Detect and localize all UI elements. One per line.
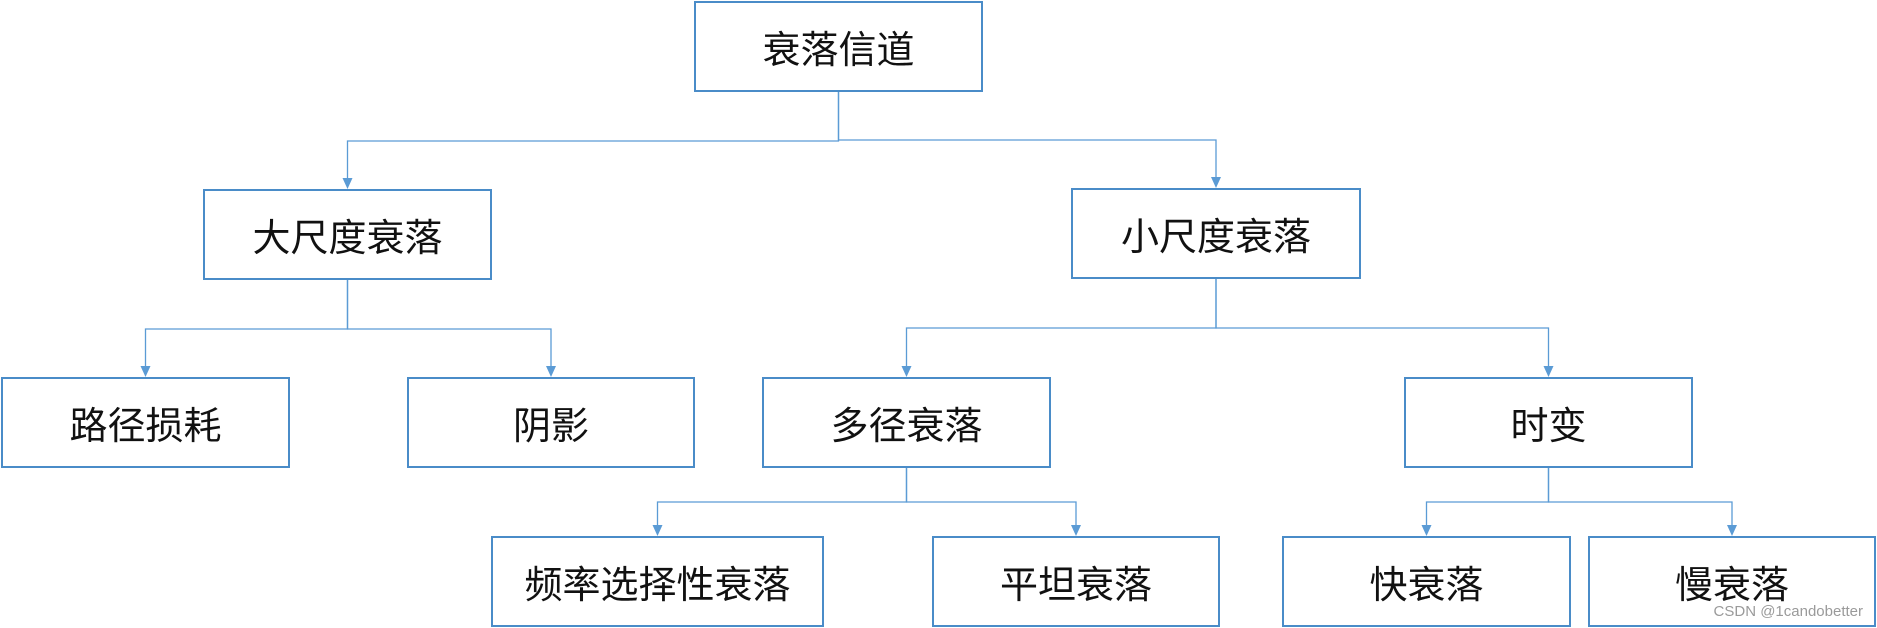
connector-timevar-fast xyxy=(1425,468,1550,527)
arrowhead-pathloss xyxy=(140,366,151,377)
node-slow-fading: 慢衰落 xyxy=(1588,536,1876,627)
node-flat-fading: 平坦衰落 xyxy=(932,536,1220,627)
connector-timevar-slow xyxy=(1547,468,1733,527)
connector-root-large xyxy=(346,92,840,180)
node-small-scale-fading: 小尺度衰落 xyxy=(1071,188,1361,279)
node-time-varying: 时变 xyxy=(1404,377,1693,468)
arrowhead-multipath xyxy=(901,366,912,377)
arrowhead-shadow xyxy=(546,366,556,377)
node-shadowing: 阴影 xyxy=(407,377,695,468)
connector-multipath-freqsel xyxy=(656,468,908,527)
watermark: CSDN @1candobetter xyxy=(1713,603,1863,620)
connector-large-pathloss xyxy=(144,280,349,368)
connector-small-timevar xyxy=(1215,279,1550,368)
arrowhead-freqsel xyxy=(652,525,663,536)
arrowhead-flat xyxy=(1071,525,1081,536)
node-fast-fading: 快衰落 xyxy=(1282,536,1571,627)
node-path-loss: 路径损耗 xyxy=(1,377,290,468)
connector-multipath-flat xyxy=(905,468,1077,527)
connector-large-shadow xyxy=(346,280,552,368)
arrowhead-slow xyxy=(1727,525,1737,536)
arrowhead-timevar xyxy=(1543,366,1554,377)
arrowhead-large xyxy=(342,178,353,189)
node-frequency-selective-fading: 频率选择性衰落 xyxy=(491,536,824,627)
connector-small-multipath xyxy=(905,279,1217,368)
node-multipath-fading: 多径衰落 xyxy=(762,377,1051,468)
node-root: 衰落信道 xyxy=(694,1,983,92)
arrowhead-fast xyxy=(1421,525,1432,536)
node-large-scale-fading: 大尺度衰落 xyxy=(203,189,492,280)
arrowhead-small xyxy=(1211,177,1221,188)
connector-root-small xyxy=(837,92,1217,179)
